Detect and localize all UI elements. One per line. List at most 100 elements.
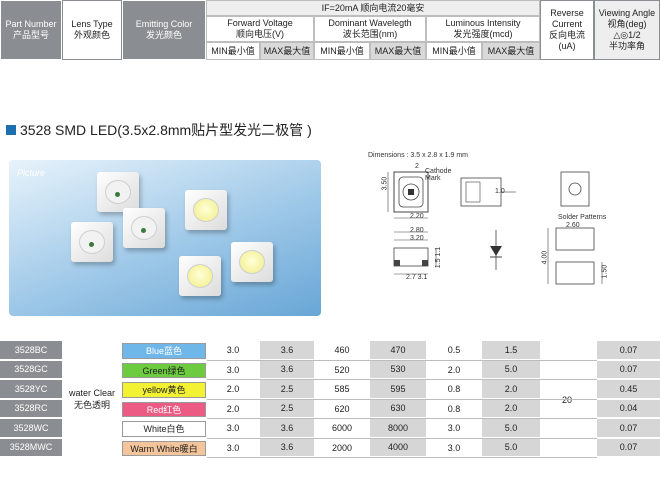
emitting-color-cell: White白色	[122, 421, 206, 437]
iv-max-cell: 1.5	[482, 341, 540, 360]
vf-min-cell: 3.0	[206, 419, 260, 438]
vf-max-cell: 3.6	[260, 419, 314, 438]
header-luminous-intensity-cn: 发光强度(mcd)	[453, 29, 513, 39]
dim-2: 2	[415, 163, 419, 170]
emitting-color-cell: Red红色	[122, 401, 206, 417]
row-divider	[207, 359, 597, 361]
header-emitting-color-en: Emitting Color	[135, 19, 193, 29]
viewing-angle-cell: 0.07	[597, 360, 660, 379]
header-emitting-color-cn: 发光颜色	[145, 30, 182, 40]
led-chip-yellow-icon	[179, 256, 221, 296]
part-number-cell: 3528BC	[0, 341, 62, 360]
vf-max-cell: 2.5	[260, 399, 314, 418]
row-divider	[207, 379, 597, 380]
vf-max-cell: 3.6	[260, 360, 314, 379]
iv-max-cell: 5.0	[482, 419, 540, 438]
dim-350: 3.50	[381, 176, 389, 191]
iv-max-cell: 5.0	[482, 438, 540, 457]
header-iv-max: MAX最大值	[482, 42, 540, 60]
header-viewing-angle-en: Viewing Angle	[598, 8, 656, 18]
viewing-angle-cell: 0.45	[597, 380, 660, 399]
square-bullet-icon	[6, 125, 16, 135]
part-number-cell: 3528YC	[0, 380, 62, 399]
section-title: 3528 SMD LED(3.5x2.8mm贴片型发光二极管 )	[6, 120, 312, 140]
header-vf-min: MIN最小值	[206, 42, 260, 60]
spec-table-header: Part Number 产品型号 Lens Type 外观颜色 Emitting…	[0, 0, 660, 60]
wl-max-cell: 470	[370, 341, 426, 360]
header-wl-max: MAX最大值	[370, 42, 426, 60]
wl-min-cell: 520	[314, 360, 370, 379]
iv-min-cell: 2.0	[426, 360, 482, 379]
led-chip-yellow-icon	[185, 190, 227, 230]
header-wl-min: MIN最小值	[314, 42, 370, 60]
iv-max-cell: 2.0	[482, 380, 540, 399]
photo-label: Picture	[17, 168, 46, 178]
emitting-color-cell: Blue蓝色	[122, 343, 206, 359]
iv-min-cell: 3.0	[426, 438, 482, 457]
header-condition-text: IF=20mA 顺向电流20毫安	[321, 2, 425, 13]
viewing-angle-cell: 0.07	[597, 419, 660, 438]
header-lens-type: Lens Type 外观颜色	[62, 0, 122, 60]
header-reverse-current-en: Reverse Current	[550, 8, 584, 29]
header-viewing-angle-sym-cn: 半功率角	[608, 41, 645, 51]
vf-min-cell: 2.0	[206, 380, 260, 399]
iv-min-cell: 0.8	[426, 399, 482, 418]
header-viewing-angle: Viewing Angle 视角(deg) △◎1/2 半功率角	[594, 0, 660, 60]
row-divider	[207, 457, 597, 458]
dim-400: 4.00	[541, 250, 549, 265]
wl-max-cell: 4000	[370, 438, 426, 457]
header-luminous-intensity-en: Luminous Intensity	[445, 18, 521, 28]
led-chip-icon	[71, 222, 113, 262]
header-viewing-angle-cn: 视角(deg)	[607, 19, 647, 29]
wl-min-cell: 6000	[314, 419, 370, 438]
lens-type-cell: water Clear 无色透明	[62, 341, 122, 458]
led-chip-icon	[97, 172, 139, 212]
wl-max-cell: 595	[370, 380, 426, 399]
dim-10: 1.0	[495, 188, 505, 195]
led-chip-icon	[123, 208, 165, 248]
wl-min-cell: 585	[314, 380, 370, 399]
header-reverse-current-unit: (uA)	[558, 41, 576, 51]
viewing-angle-cell: 0.07	[597, 341, 660, 360]
vf-max-cell: 2.5	[260, 380, 314, 399]
vf-min-cell: 3.0	[206, 438, 260, 457]
lens-type-cn: 无色透明	[73, 400, 110, 410]
header-part-number-cn: 产品型号	[12, 30, 49, 40]
header-luminous-intensity: Luminous Intensity 发光强度(mcd)	[426, 16, 540, 42]
emitting-color-cell: yellow黄色	[122, 382, 206, 398]
header-forward-voltage: Forward Voltage 顺向电压(V)	[206, 16, 314, 42]
iv-min-cell: 0.8	[426, 380, 482, 399]
header-reverse-current-cn: 反向电流	[548, 30, 585, 40]
cathode-mark-label: Cathode Mark	[425, 168, 452, 182]
header-reverse-current: Reverse Current 反向电流 (uA)	[540, 0, 594, 60]
emitting-color-cell: Warm White暖白	[122, 440, 206, 456]
wl-max-cell: 530	[370, 360, 426, 379]
dim-27-31: 2.7 3.1	[406, 274, 428, 281]
solder-patterns-label: Solder Patterns	[558, 214, 607, 221]
reverse-current-cell: 20	[540, 341, 594, 458]
iv-max-cell: 2.0	[482, 399, 540, 418]
dim-320: 3.20	[410, 235, 424, 242]
wl-min-cell: 620	[314, 399, 370, 418]
header-dominant-wavelength: Dominant Wavelegth 波长范围(nm)	[314, 16, 426, 42]
header-emitting-color: Emitting Color 发光颜色	[122, 0, 206, 60]
part-number-cell: 3528WC	[0, 419, 62, 438]
header-viewing-angle-sym: △◎1/2	[613, 30, 641, 40]
row-divider	[207, 437, 597, 439]
iv-max-cell: 5.0	[482, 360, 540, 379]
part-number-cell: 3528RC	[0, 399, 62, 418]
vf-max-cell: 3.6	[260, 438, 314, 457]
led-chip-yellow-icon	[231, 242, 273, 282]
header-forward-voltage-cn: 顺向电压(V)	[236, 29, 284, 39]
row-divider	[207, 418, 597, 419]
section-title-text: 3528 SMD LED(3.5x2.8mm贴片型发光二极管 )	[20, 122, 312, 138]
vf-min-cell: 3.0	[206, 360, 260, 379]
wl-max-cell: 630	[370, 399, 426, 418]
vf-min-cell: 2.0	[206, 399, 260, 418]
dim-220: 2.20	[410, 213, 424, 220]
wl-min-cell: 2000	[314, 438, 370, 457]
iv-min-cell: 0.5	[426, 341, 482, 360]
header-dominant-wavelength-cn: 波长范围(nm)	[342, 29, 398, 39]
header-dominant-wavelength-en: Dominant Wavelegth	[328, 18, 412, 28]
viewing-angle-cell: 0.04	[597, 399, 660, 418]
